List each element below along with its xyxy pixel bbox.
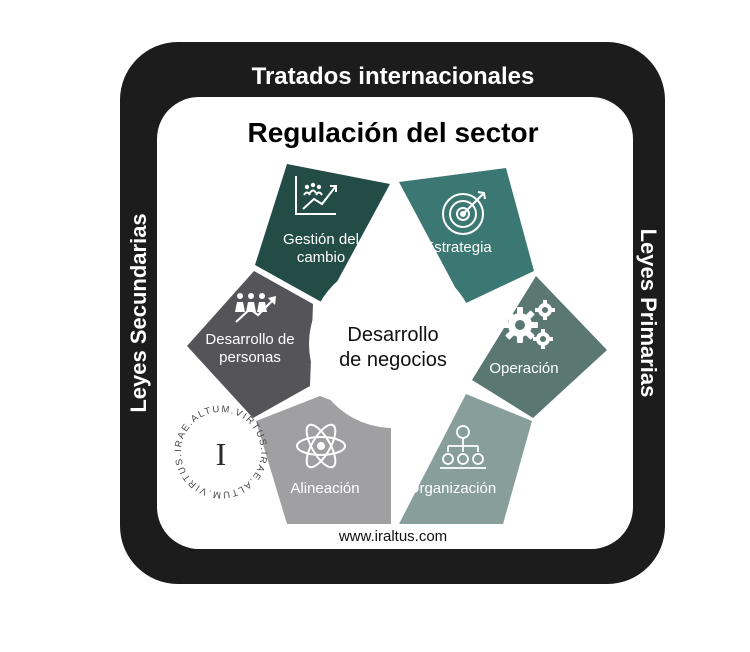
segment-personas-label-2: personas: [219, 349, 281, 366]
segment-gestion: [255, 164, 390, 304]
segment-organizacion-label: Organización: [408, 480, 496, 497]
left-frame-label: Leyes Secundarias: [126, 213, 151, 412]
website-link[interactable]: www.iraltus.com: [338, 528, 447, 545]
chart-growth-people-icon: [295, 176, 337, 215]
right-frame-label: Leyes Primarias: [636, 229, 661, 398]
segment-operacion-label: Operación: [489, 360, 558, 377]
segment-personas-label-1: Desarrollo de: [205, 331, 294, 348]
gears-icon: [502, 300, 555, 349]
diagram-title: Regulación del sector: [248, 117, 539, 148]
top-frame-label: Tratados internacionales: [252, 63, 535, 90]
segment-alineacion-label: Alineación: [290, 480, 359, 497]
segment-estrategia-label: Estrategia: [424, 239, 492, 256]
logo-letter: I: [216, 436, 227, 472]
center-text-line1: Desarrollo: [347, 324, 438, 346]
segment-gestion-label-2: cambio: [297, 249, 345, 266]
segment-gestion-label-1: Gestión del: [283, 231, 359, 248]
center-text-line2: de negocios: [339, 349, 447, 371]
org-chart-icon: [440, 425, 486, 469]
target-icon: [442, 191, 486, 235]
segment-organizacion: [399, 394, 532, 524]
atom-icon: [296, 423, 346, 469]
segment-personas: [187, 271, 313, 418]
segment-alineacion: [256, 396, 391, 524]
segment-estrategia: [399, 168, 534, 304]
segment-operacion: [472, 276, 607, 418]
people-growth-icon: [235, 293, 276, 323]
center-circle: [309, 260, 477, 428]
